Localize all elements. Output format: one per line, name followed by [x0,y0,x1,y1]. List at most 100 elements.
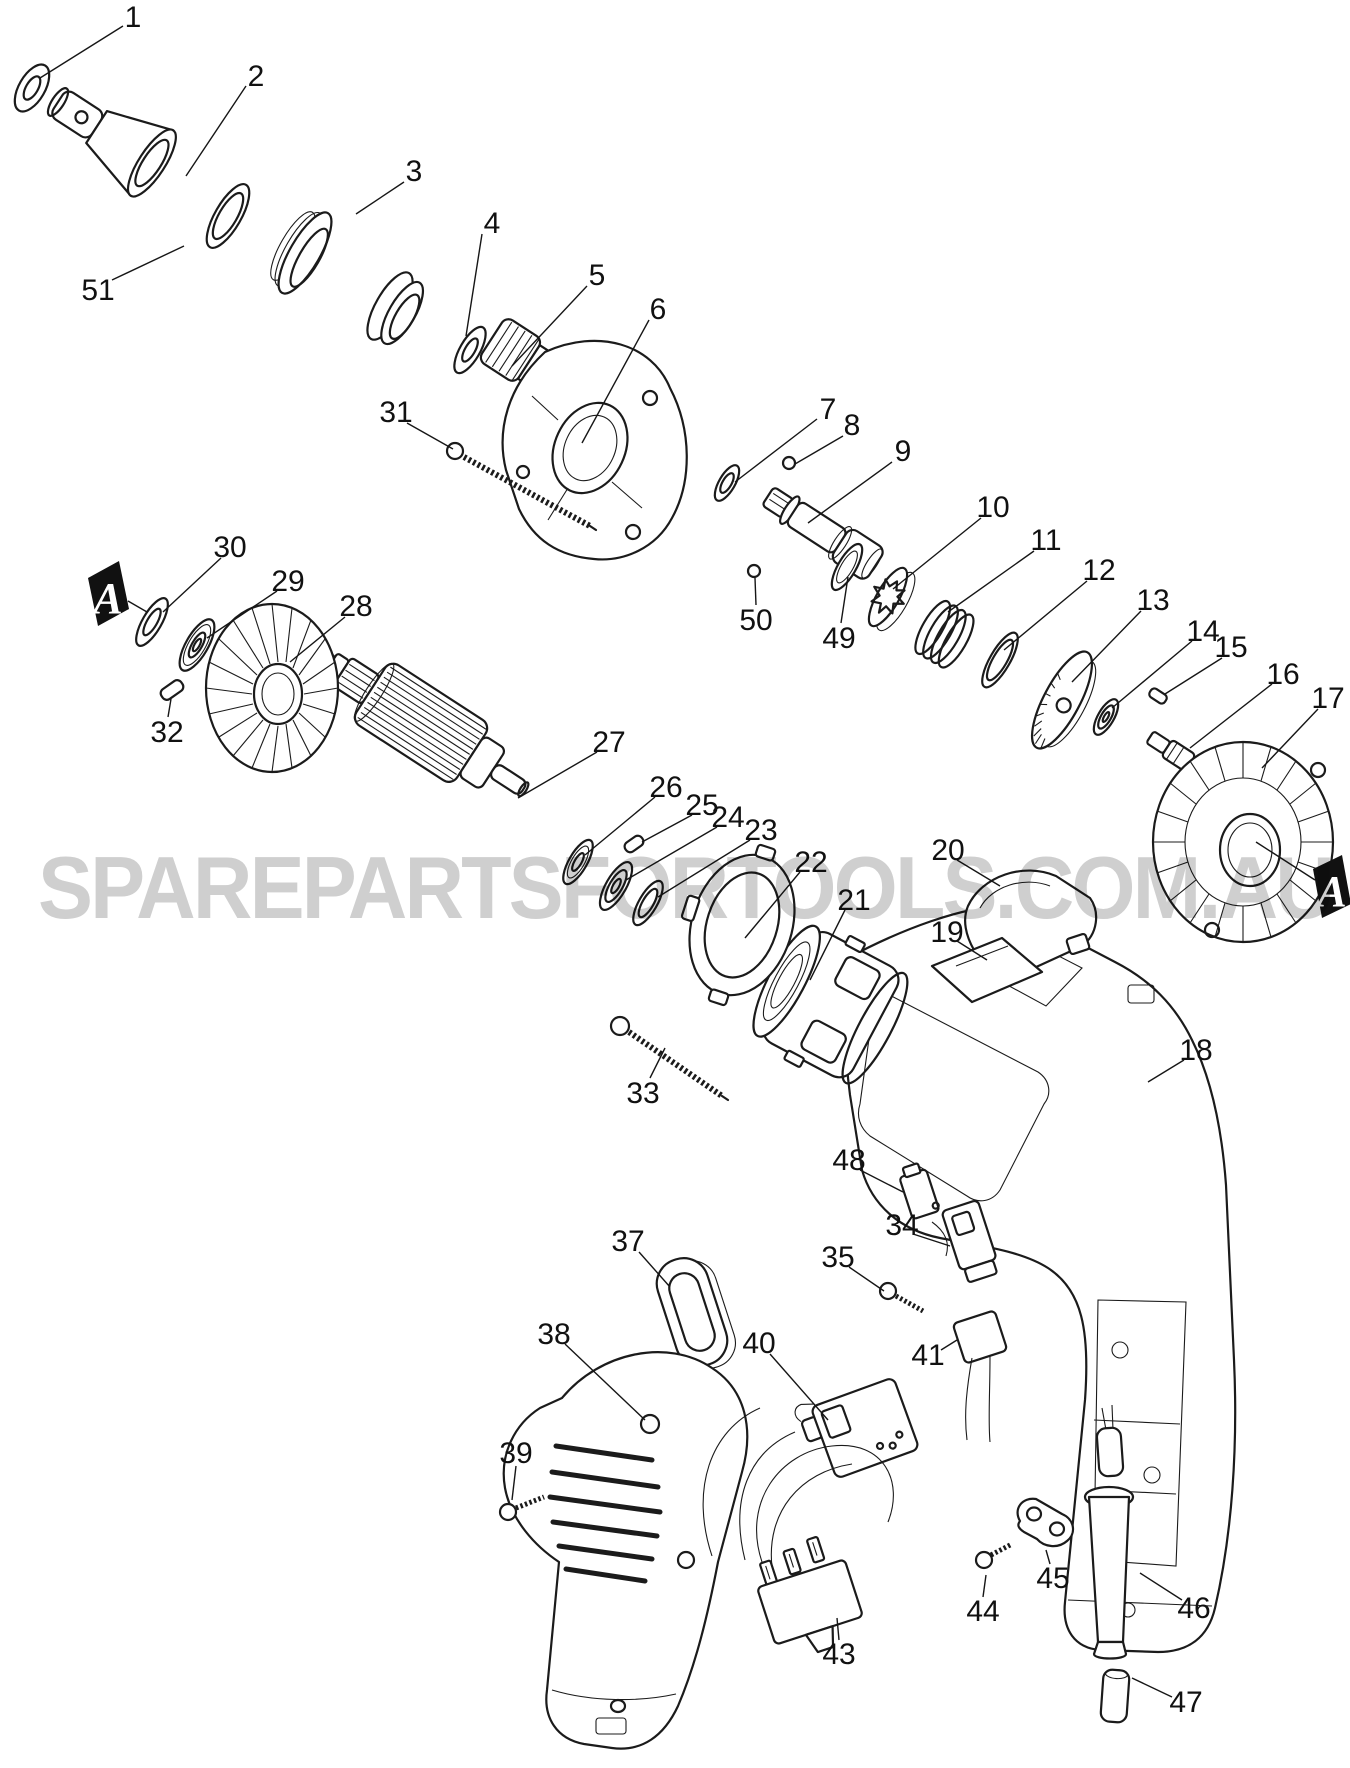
part-label-7: 7 [820,393,837,426]
part-label-41: 41 [911,1339,944,1372]
part-label-45: 45 [1036,1562,1069,1595]
part-34-connector [941,1199,998,1283]
part-label-25: 25 [685,789,718,822]
part-3-threaded-ring [270,211,333,295]
leader-line-30 [162,557,222,613]
part-label-32: 32 [150,716,183,749]
part-label-46: 46 [1177,1592,1210,1625]
leader-line-12 [1003,580,1088,651]
part-label-21: 21 [837,884,870,917]
section-marker-letter-1: A [1314,867,1346,916]
part-label-5: 5 [589,259,606,292]
part-40-switch [794,1378,919,1478]
part-label-50: 50 [739,604,772,637]
part-12-flat-washer [981,631,1019,689]
leader-line-10 [892,517,982,590]
part-label-39: 39 [499,1437,532,1470]
leader-line-26 [584,796,656,856]
part-49-washer [830,542,864,592]
part-label-19: 19 [930,916,963,949]
leader-line-11 [947,550,1035,613]
section-marker-leader-0 [127,600,148,613]
part-44-screw [974,1541,1014,1570]
part-label-38: 38 [537,1318,570,1351]
leader-line-38 [564,1343,646,1421]
section-marker-letter-0: A [90,574,122,623]
leader-line-25 [641,814,693,843]
part-51-ring [205,183,251,249]
leader-line-45 [1045,1549,1051,1565]
part-21-field-stator [752,924,909,1085]
part-32-pin [159,679,185,701]
leader-line-15 [1164,657,1223,695]
part-50-steel-ball [746,563,762,579]
part-label-12: 12 [1082,554,1115,587]
leader-line-19 [956,940,988,961]
leader-line-16 [1189,683,1273,749]
part-label-2: 2 [248,60,265,93]
part-30-washer [135,597,169,647]
part-label-44: 44 [966,1595,999,1628]
part-label-47: 47 [1169,1686,1202,1719]
leader-line-41 [940,1339,958,1351]
leader-line-27 [517,751,598,799]
leader-line-9 [807,461,893,524]
part-label-14: 14 [1186,615,1219,648]
part-33-screw [609,1015,730,1102]
part-label-9: 9 [895,435,912,468]
part-23-washer [632,879,664,927]
part-25-pin [623,834,645,854]
part-label-34: 34 [885,1209,918,1242]
part-41-capacitor [952,1310,1008,1443]
part-38-handle-cover [502,1351,749,1750]
part-label-4: 4 [484,207,501,240]
leader-line-33 [649,1047,666,1079]
leader-line-6 [581,319,650,444]
part-22-baffle-ring [680,843,796,1007]
leader-line-22 [744,871,801,939]
part-label-33: 33 [626,1077,659,1110]
part-label-31: 31 [379,396,412,429]
part-label-6: 6 [650,293,667,326]
watermark-text: SPAREPARTSFORTOOLS.COM.AU [38,838,1332,937]
part-label-17: 17 [1311,682,1344,715]
part-37-grommet [655,1257,736,1369]
part-label-16: 16 [1266,658,1299,691]
leader-line-28 [289,616,346,663]
leader-line-31 [406,422,454,450]
part-9-spindle [762,487,884,580]
part-11-spring [914,599,975,669]
part-label-43: 43 [822,1638,855,1671]
part-4-cushion-ring [366,271,425,346]
leader-line-18 [1147,1059,1185,1083]
part-label-3: 3 [406,155,423,188]
part-39-screw [498,1494,545,1522]
part-label-40: 40 [742,1327,775,1360]
section-marker-box-0 [88,561,129,626]
leader-line-21 [809,909,846,981]
leader-line-14 [1111,640,1193,709]
part-label-18: 18 [1179,1034,1212,1067]
part-35-screw [878,1281,925,1314]
leader-line-1 [39,25,124,79]
leader-line-43 [836,1617,840,1641]
part-label-49: 49 [822,622,855,655]
leader-line-5 [511,285,588,367]
leader-line-46 [1139,1572,1183,1601]
part-label-10: 10 [976,491,1009,524]
leader-line-44 [982,1574,987,1598]
leader-line-13 [1071,610,1142,683]
part-label-29: 29 [271,565,304,598]
leader-line-37 [638,1251,671,1288]
leader-line-7 [734,418,818,483]
leader-line-40 [769,1353,829,1421]
part-48-switch-lock [899,1162,949,1257]
section-marker-leader-1 [1255,841,1316,881]
part-label-20: 20 [931,834,964,867]
part-2-chuck [46,87,177,198]
part-label-11: 11 [1030,524,1061,557]
part-15-key [1148,687,1168,705]
part-29-ball-bearing [178,618,216,672]
leader-line-49 [840,576,849,624]
